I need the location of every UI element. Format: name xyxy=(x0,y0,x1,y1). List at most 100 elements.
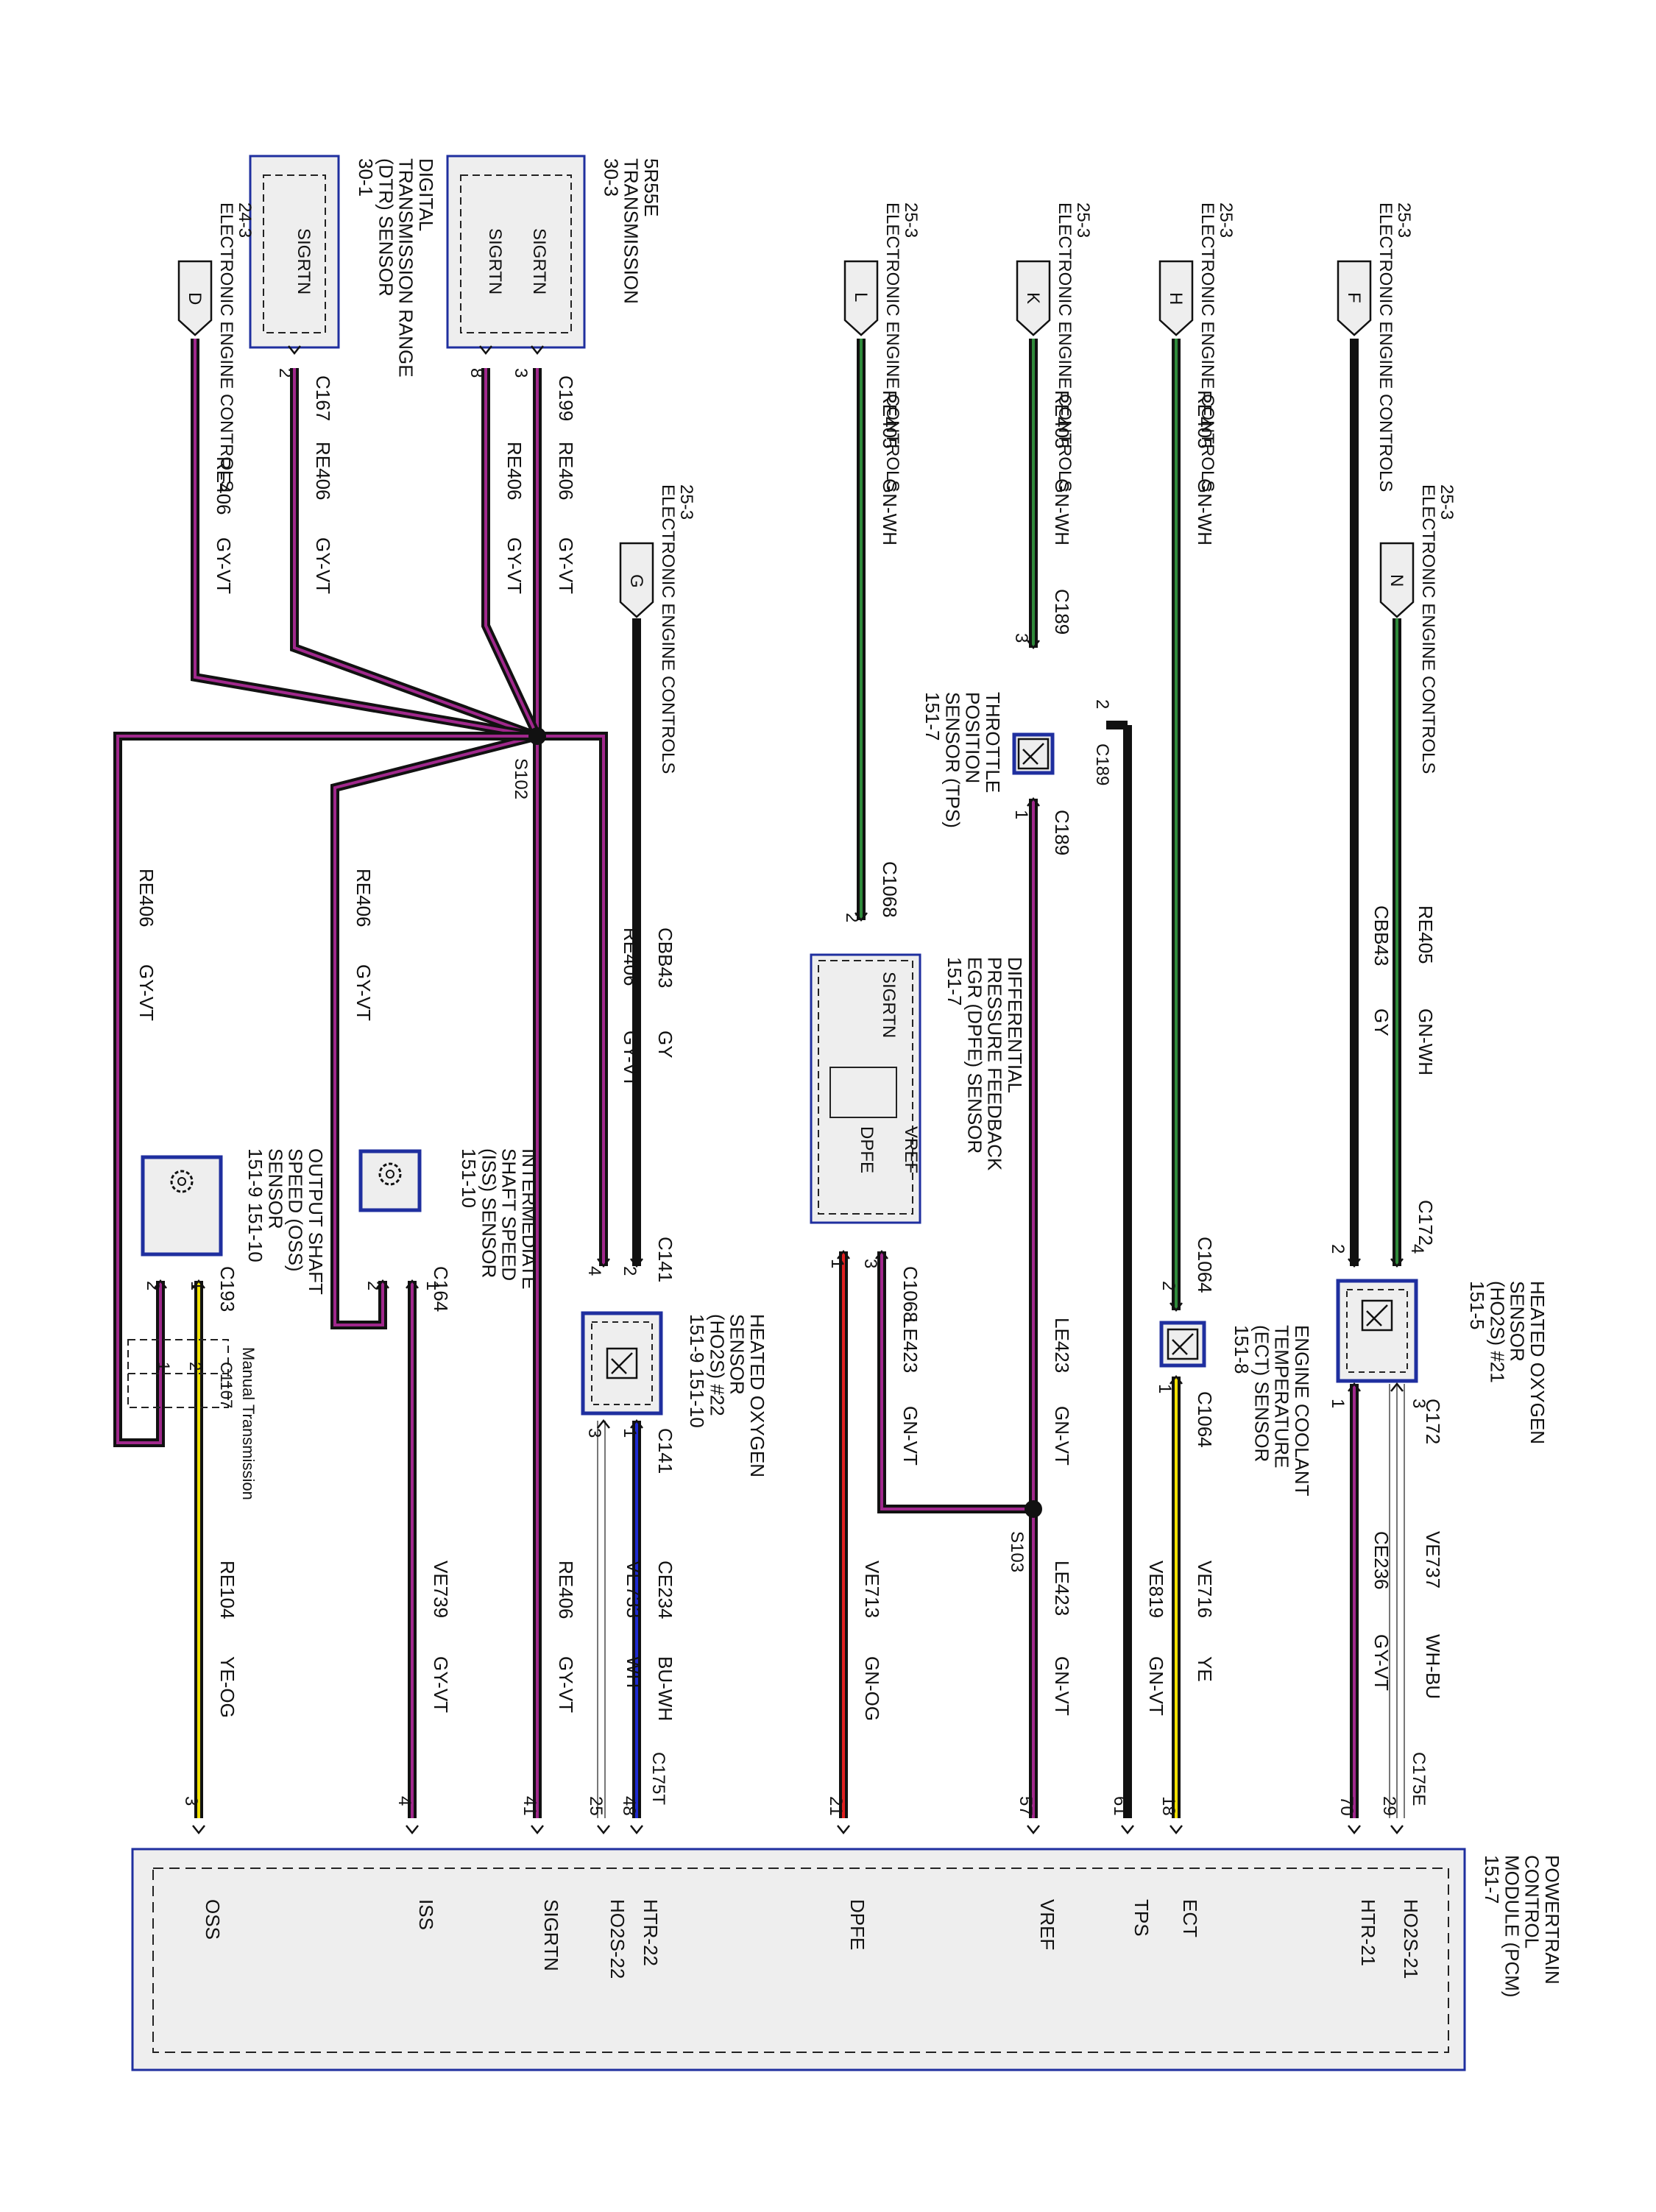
offpage-letter: K xyxy=(1023,292,1043,304)
wire-re406-trans-core xyxy=(484,368,539,737)
splice-s103-label: S103 xyxy=(1007,1531,1027,1572)
pcm-pin-label: TPS xyxy=(1130,1899,1153,1937)
wire-label: RE406 xyxy=(503,442,526,501)
wire-label: YE xyxy=(1194,1656,1216,1682)
components-layer xyxy=(127,155,1466,2071)
trans-pin-sigrtn-1: SIGRTN xyxy=(529,228,549,294)
pcm-title-line: CONTROL xyxy=(1521,1855,1543,1948)
connector-arrow-down-icon xyxy=(288,345,301,356)
wire-label: C141 xyxy=(654,1428,676,1474)
wire-re406-oss xyxy=(113,732,537,1447)
wire-label: GY-VT xyxy=(620,1031,642,1087)
wire-label: LE423 xyxy=(899,1318,921,1373)
iss-box xyxy=(358,1149,422,1212)
wire-label: RE104 xyxy=(216,1561,238,1619)
connector-arrow-up-icon xyxy=(837,1249,850,1259)
component-dpfe-label-line: 151-7 xyxy=(944,957,966,1006)
heater-ho2s21-icon xyxy=(1361,1299,1393,1332)
wire-label: 2 xyxy=(1092,699,1112,709)
wire-label: 1 xyxy=(620,1428,640,1438)
splice-s103 xyxy=(1025,1500,1042,1518)
component-ho2s22-label-line: HEATED OXYGEN xyxy=(746,1314,768,1477)
offpage-connector-f xyxy=(1337,260,1372,336)
offpage-letter: H xyxy=(1166,292,1186,305)
wire-label: GN-WH xyxy=(879,478,901,545)
wire-label: 3 xyxy=(511,368,531,378)
wire-label: 2 xyxy=(842,913,862,922)
wire-label: 2 xyxy=(1328,1244,1348,1254)
pcm-title-line: 151-7 xyxy=(1481,1855,1503,1904)
offpage-connector-n xyxy=(1379,542,1415,618)
wire-label: VE716 xyxy=(1194,1561,1216,1618)
connector-arrow-up-icon xyxy=(875,1249,888,1259)
wire-label: C1068 xyxy=(899,1266,921,1323)
offpage-connector-d xyxy=(177,260,213,336)
heater-ho2s22-icon xyxy=(606,1347,638,1379)
wire-label: RE406 xyxy=(620,927,642,986)
wire-label: 1 xyxy=(422,1281,442,1290)
pcm-pin-number: 29 xyxy=(1379,1796,1399,1816)
wire-re406-oss-core xyxy=(116,735,537,1444)
pcm-pin-arrow-icon xyxy=(531,1825,544,1835)
wire-label: C1068 xyxy=(879,861,901,918)
wire-label: C189 xyxy=(1051,589,1073,635)
wire-label: RE406 xyxy=(135,869,158,927)
dtr-box xyxy=(249,155,340,349)
component-dpfe-label-line: PRESSURE FEEDBACK xyxy=(984,957,1006,1171)
offpage-ref-line: ELECTRONIC ENGINE CONTROLS xyxy=(1376,202,1395,492)
component-tps-label-line: 151-7 xyxy=(921,692,944,741)
wire-label: C1107 xyxy=(217,1362,236,1408)
offpage-ref-line: ELECTRONIC ENGINE CONTROLS xyxy=(1197,202,1217,492)
thermistor-ect-icon xyxy=(1167,1328,1199,1360)
connector-arrow-down-icon xyxy=(1348,1258,1361,1268)
wire-label: GY-VT xyxy=(213,537,235,594)
pcm-pin-arrow-icon xyxy=(597,1825,610,1835)
wire-label: C1064 xyxy=(1194,1237,1216,1293)
wire-label: 3 xyxy=(860,1259,880,1268)
component-ect-label-line: 151-8 xyxy=(1231,1325,1253,1374)
component-iss-label-line: (ISS) SENSOR xyxy=(478,1148,500,1278)
offpage-ref-line: 25-3 xyxy=(901,202,921,238)
dpfe-element xyxy=(829,1067,897,1118)
gear-oss-icon xyxy=(170,1170,194,1193)
wire-label: 8 xyxy=(467,368,486,378)
wire-label: C189 xyxy=(1051,810,1073,855)
pcm-pin-label: HO2S-21 xyxy=(1400,1899,1422,1979)
wire-label: GY-VT xyxy=(135,964,158,1021)
wire-label: WH-BU xyxy=(1422,1634,1444,1699)
wire-re406-dtr-core xyxy=(293,368,538,738)
component-oss-label-line: 151-9 151-10 xyxy=(244,1148,266,1262)
component-oss-label-line: SENSOR xyxy=(264,1148,286,1229)
wire-label: GN-WH xyxy=(1051,478,1073,545)
wire-label: 2 xyxy=(364,1281,383,1290)
pcm-pin-number: 18 xyxy=(1158,1796,1178,1816)
thermistor-ect-icon-mark xyxy=(1172,1333,1194,1355)
wire-label: 4 xyxy=(584,1266,604,1276)
splice-s102 xyxy=(528,727,546,745)
connector-arrow-up-icon xyxy=(1027,796,1040,807)
wire-label: C193 xyxy=(216,1266,238,1312)
wire-label: GN-WH xyxy=(1194,478,1216,545)
wire-label: C199 xyxy=(555,375,577,421)
wire-label: GY-VT xyxy=(353,964,375,1021)
wire-label: RE405 xyxy=(1051,390,1073,449)
offpage-connector-h xyxy=(1158,260,1194,336)
component-oss-label-line: OUTPUT SHAFT xyxy=(305,1148,327,1295)
pcm-pin-label: VREF xyxy=(1036,1899,1058,1950)
offpage-ref-line: ELECTRONIC ENGINE CONTROLS xyxy=(882,202,902,492)
connector-arrow-up-icon xyxy=(376,1279,389,1289)
component-oss-label-line: SPEED (OSS) xyxy=(285,1148,307,1272)
pcm-box xyxy=(131,1848,1466,2071)
offpage-ref-line: ELECTRONIC ENGINE CONTROLS xyxy=(1055,202,1075,492)
pcm-pin-arrow-icon xyxy=(192,1825,205,1835)
pcm-pin-number: 21 xyxy=(826,1796,846,1816)
wire-label: 1 xyxy=(187,1281,207,1290)
pcm-pin-arrow-icon xyxy=(1348,1825,1361,1835)
offpage-ref-line: ELECTRONIC ENGINE CONTROLS xyxy=(1418,484,1438,774)
component-ho2s22-label-line: 151-9 151-10 xyxy=(686,1314,708,1428)
pcm-pin-arrow-icon xyxy=(1121,1825,1134,1835)
pcm-pin-arrow-icon xyxy=(630,1825,643,1835)
wire-label: VE713 xyxy=(861,1561,883,1618)
wire-label: RE406 xyxy=(555,442,577,501)
